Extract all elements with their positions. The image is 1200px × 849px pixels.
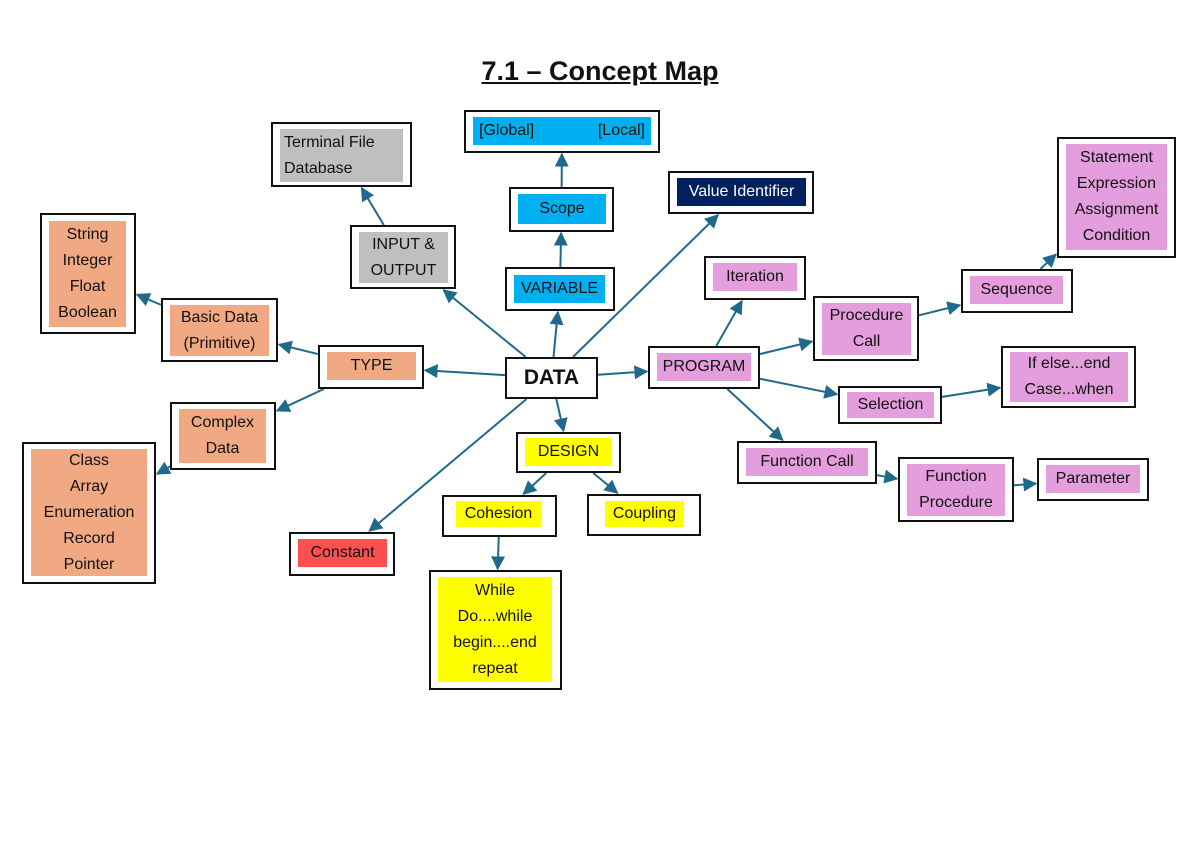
node-function-procedure-label: Function Procedure [907, 464, 1005, 516]
node-loops: While Do....while begin....end repeat [429, 570, 562, 690]
edge-function-call-to-function-procedure [876, 469, 899, 484]
node-cohesion: Cohesion [442, 495, 557, 537]
edge-program-to-procedure-call [759, 337, 814, 355]
node-sequence-items: Statement Expression Assignment Conditio… [1057, 137, 1176, 258]
node-design: DESIGN [516, 432, 621, 473]
page-title: 7.1 – Concept Map [481, 56, 719, 86]
edge-program-to-function-call [726, 388, 784, 441]
edge-program-to-selection [759, 377, 839, 399]
node-iteration-label: Iteration [713, 263, 797, 291]
edge-basic-data-to-primitive-types [135, 293, 162, 306]
node-constant-label: Constant [298, 539, 387, 567]
edge-design-to-coupling [592, 472, 619, 494]
edge-data-to-program [597, 365, 649, 380]
node-program-label: PROGRAM [657, 353, 751, 381]
node-data-label: DATA [509, 361, 594, 395]
node-parameter-label: Parameter [1046, 465, 1140, 493]
edge-data-to-value-identifier [572, 214, 720, 358]
node-constant: Constant [289, 532, 395, 576]
node-complex-data: Complex Data [170, 402, 276, 470]
node-type-label: TYPE [327, 352, 416, 380]
node-input-output: INPUT & OUTPUT [350, 225, 456, 289]
node-coupling: Coupling [587, 494, 701, 536]
node-sequence-label: Sequence [970, 276, 1063, 304]
edge-type-to-complex-data [275, 388, 325, 412]
edge-complex-data-to-complex-types [155, 461, 172, 475]
node-function-call-label: Function Call [746, 448, 868, 476]
node-variable-label: VARIABLE [514, 275, 605, 303]
node-io-devices: Terminal File Database [271, 122, 412, 187]
node-io-devices-label: Terminal File Database [280, 129, 403, 182]
node-scope: Scope [509, 187, 614, 232]
node-procedure-call-label: Procedure Call [822, 303, 911, 355]
edge-sequence-to-sequence-items [1039, 253, 1058, 270]
node-selection-items: If else...end Case...when [1001, 346, 1136, 408]
node-iteration: Iteration [704, 256, 806, 300]
edge-data-to-input-output [442, 289, 527, 358]
node-function-procedure: Function Procedure [898, 457, 1014, 522]
node-sequence: Sequence [961, 269, 1073, 313]
node-selection: Selection [838, 386, 942, 424]
edge-program-to-iteration [715, 299, 743, 347]
node-complex-types: Class Array Enumeration Record Pointer [22, 442, 156, 584]
node-basic-data-label: Basic Data (Primitive) [170, 305, 269, 356]
node-input-output-label: INPUT & OUTPUT [359, 232, 448, 283]
node-value-identifier: Value Identifier [668, 171, 814, 214]
node-selection-label: Selection [847, 392, 934, 418]
edge-input-output-to-io-devices [360, 186, 385, 226]
node-design-label: DESIGN [525, 438, 612, 466]
node-sequence-items-label: Statement Expression Assignment Conditio… [1066, 144, 1167, 250]
edge-data-to-variable [549, 310, 564, 358]
node-scope-kinds-label: [Global] [Local] [473, 117, 651, 145]
edge-data-to-type [423, 364, 506, 379]
node-primitive-types: String Integer Float Boolean [40, 213, 136, 334]
edge-design-to-cohesion [522, 472, 547, 495]
node-type: TYPE [318, 345, 424, 389]
node-cohesion-label: Cohesion [456, 501, 541, 527]
node-value-identifier-label: Value Identifier [677, 178, 806, 206]
node-data: DATA [505, 357, 598, 399]
node-procedure-call: Procedure Call [813, 296, 919, 361]
edge-type-to-basic-data [277, 340, 319, 356]
edge-selection-to-selection-items [941, 382, 1002, 398]
node-program: PROGRAM [648, 346, 760, 389]
node-selection-items-label: If else...end Case...when [1010, 352, 1128, 402]
node-variable: VARIABLE [505, 267, 615, 311]
edge-procedure-call-to-sequence [918, 301, 962, 317]
node-basic-data: Basic Data (Primitive) [161, 298, 278, 362]
node-complex-data-label: Complex Data [179, 409, 266, 463]
node-scope-kinds: [Global] [Local] [464, 110, 660, 153]
scope-global: [Global] [479, 122, 535, 139]
scope-local: [Local] [597, 122, 645, 139]
node-scope-label: Scope [518, 194, 606, 224]
node-complex-types-label: Class Array Enumeration Record Pointer [31, 449, 147, 576]
edge-cohesion-to-loops [491, 536, 506, 571]
node-primitive-types-label: String Integer Float Boolean [49, 221, 126, 327]
edge-data-to-design [553, 398, 568, 433]
edge-function-procedure-to-parameter [1013, 477, 1038, 492]
node-coupling-label: Coupling [605, 501, 684, 527]
edge-data-to-constant [368, 398, 528, 532]
edge-variable-to-scope [553, 231, 568, 268]
node-loops-label: While Do....while begin....end repeat [438, 577, 552, 682]
node-function-call: Function Call [737, 441, 877, 484]
node-parameter: Parameter [1037, 458, 1149, 501]
